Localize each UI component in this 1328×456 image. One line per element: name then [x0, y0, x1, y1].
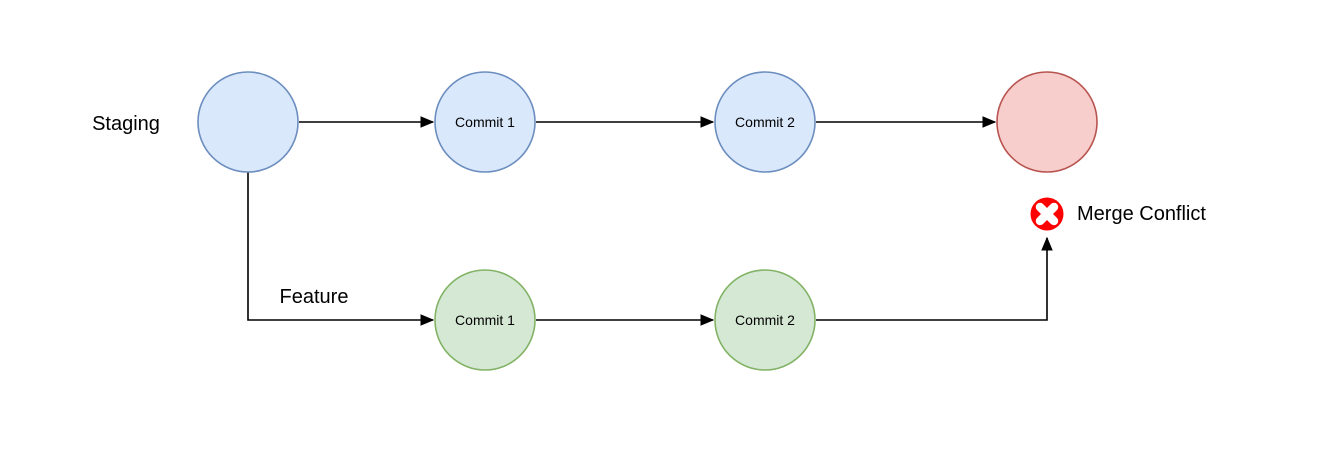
error-x-icon	[1030, 197, 1064, 231]
staging-commit-1-label: Commit 1	[455, 114, 515, 130]
feature-commit-2-label: Commit 2	[735, 312, 795, 328]
staging-commit-1-circle	[434, 71, 536, 173]
staging-branch-label: Staging	[92, 113, 160, 135]
feature-commit-1-label: Commit 1	[455, 312, 515, 328]
feature-commit-2-node: Commit 2	[714, 269, 816, 371]
staging-commit-2-circle	[714, 71, 816, 173]
merge-target-circle	[996, 71, 1098, 173]
feature-commit-2-circle	[714, 269, 816, 371]
feature-branch-label: Feature	[280, 286, 349, 308]
staging-root-node	[197, 71, 299, 173]
staging-root-circle	[197, 71, 299, 173]
arrow-branch-off-to-feature-commit1	[247, 172, 433, 320]
staging-commit-1-node: Commit 1	[434, 71, 536, 173]
feature-commit-1-circle	[434, 269, 536, 371]
merge-target-node	[996, 71, 1098, 173]
arrow-feature-commit2-to-conflict	[816, 238, 1047, 321]
error-x-bar-2	[1035, 202, 1059, 226]
staging-commit-2-label: Commit 2	[735, 114, 795, 130]
feature-commit-1-node: Commit 1	[434, 269, 536, 371]
staging-commit-2-node: Commit 2	[714, 71, 816, 173]
merge-conflict-label: Merge Conflict	[1077, 203, 1206, 225]
merge-conflict-annotation: Merge Conflict	[1030, 197, 1206, 231]
